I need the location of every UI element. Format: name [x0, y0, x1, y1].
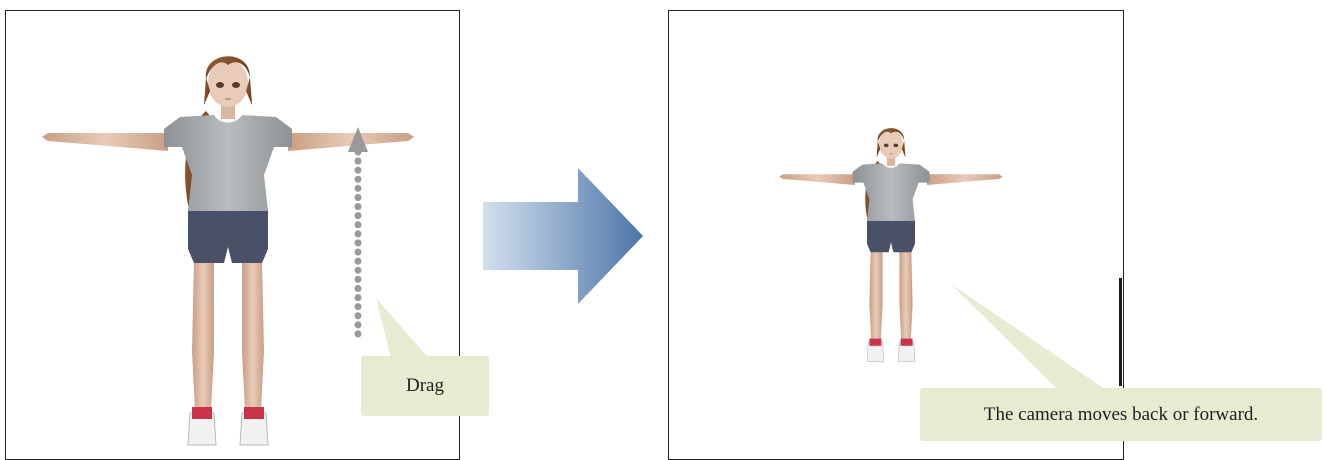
dotted-up-arrow-icon	[348, 127, 368, 334]
character-model-small	[779, 128, 1002, 361]
camera-callout-pointer	[951, 284, 1112, 394]
drag-callout-label: Drag	[406, 375, 444, 397]
drag-callout-pointer	[376, 298, 432, 362]
camera-callout-label: The camera moves back or forward.	[984, 404, 1258, 426]
right-arrow-icon	[483, 168, 643, 304]
drag-callout: Drag	[361, 356, 489, 416]
camera-callout: The camera moves back or forward.	[920, 388, 1322, 441]
